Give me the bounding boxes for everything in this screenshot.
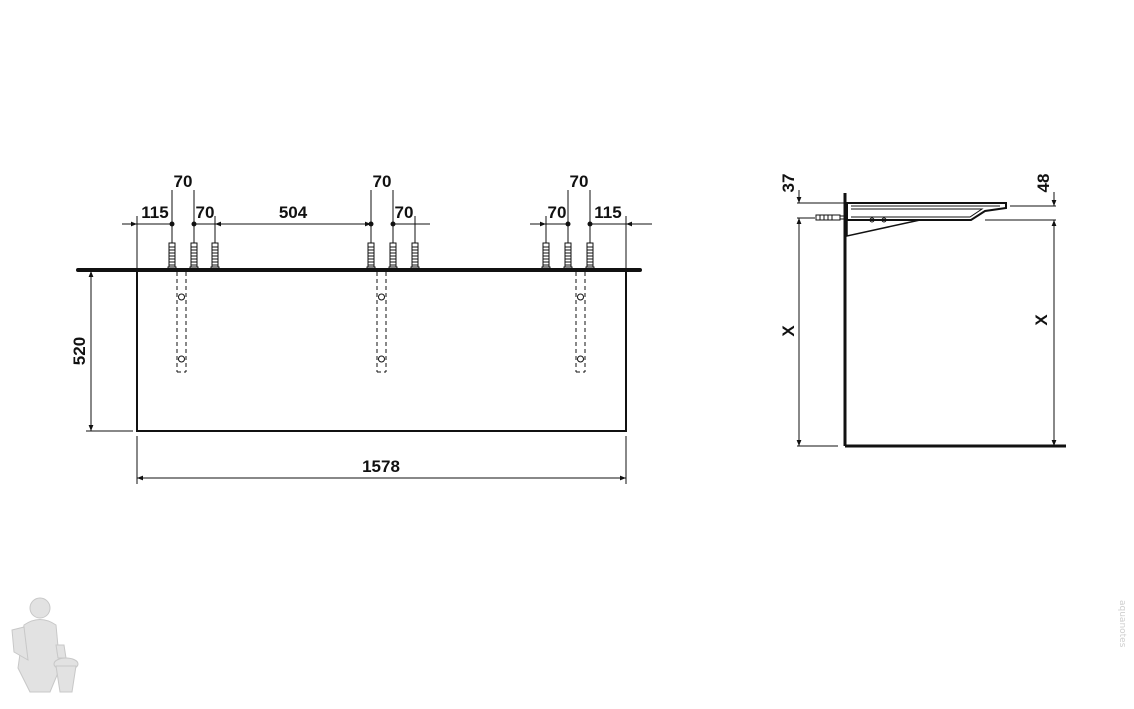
dim-left-edge-offset: 115 [141,203,168,222]
side-view: 37 48 X X [779,174,1066,448]
bolt-group-right [541,242,595,272]
bolt-group-middle [366,242,420,272]
dim-mid-group-top: 70 [373,172,392,191]
dim-left-group-top: 70 [174,172,193,191]
bracket-screw-marks [178,293,584,363]
dim-right-group-pitch: 70 [548,203,567,222]
dim-side-right-top: 48 [1034,174,1053,193]
anchor-screw [815,214,848,221]
dim-height-left: 520 [70,337,89,365]
bracket-holes [869,217,887,223]
watermark-text: aquanotes [1117,600,1127,648]
dim-width-total: 1578 [362,457,400,476]
dim-left-group-pitch: 70 [196,203,215,222]
front-view: 70 70 70 115 70 504 70 70 115 1578 520 [70,172,652,484]
cabinet-outline [136,269,627,432]
hidden-bracket-left [176,272,187,373]
dim-mid-group-pitch: 70 [395,203,414,222]
dim-right-group-top: 70 [570,172,589,191]
dimension-lines [88,221,652,481]
dim-side-left-top: 37 [779,174,798,193]
dim-center-gap: 504 [279,203,308,222]
extension-lines [86,190,627,484]
dim-side-left-height: X [779,325,798,337]
dimension-dots [169,221,593,227]
side-dimension-lines [796,190,1057,446]
hidden-bracket-right [575,272,586,373]
dim-side-right-height: X [1032,314,1051,326]
wall-bracket [846,219,921,237]
hidden-bracket-middle [376,272,387,373]
basin-inner [851,205,1000,218]
plumber-mascot-icon [11,597,79,693]
side-extension-lines [797,202,1056,447]
dim-right-edge-offset: 115 [594,203,621,222]
bolt-group-left [167,242,220,272]
